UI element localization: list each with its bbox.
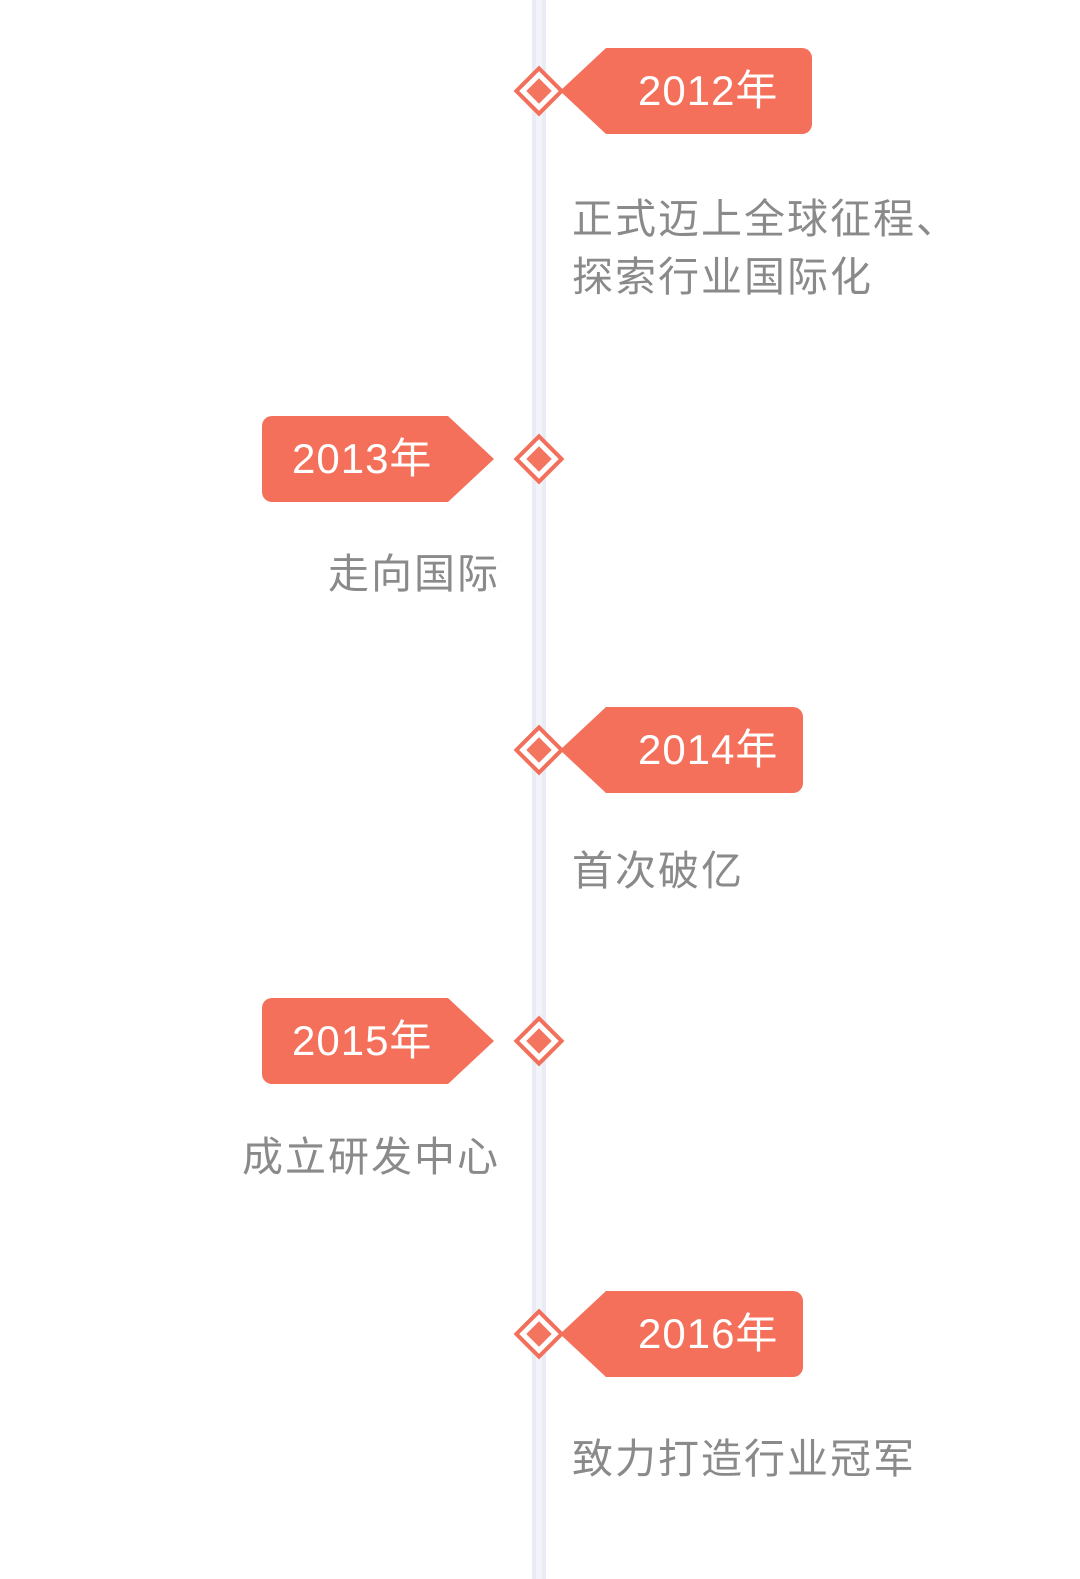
year-label: 2013年 — [292, 435, 433, 482]
timeline-marker-diamond-icon — [513, 433, 565, 485]
timeline-marker-diamond-icon — [513, 1308, 565, 1360]
timeline-marker-diamond-icon — [513, 724, 565, 776]
timeline-marker-diamond-icon — [513, 65, 565, 117]
event-description-2014: 首次破亿 — [572, 848, 744, 894]
timeline-spine-core — [536, 0, 542, 1579]
event-description-2012: 正式迈上全球征程、 探索行业国际化 — [572, 196, 959, 301]
year-label: 2016年 — [638, 1310, 779, 1357]
year-tag-2012[interactable]: 2012年 — [560, 48, 812, 134]
event-description-2015: 成立研发中心 — [242, 1134, 500, 1180]
year-label: 2014年 — [638, 726, 779, 773]
year-label: 2012年 — [638, 67, 779, 114]
year-label: 2015年 — [292, 1017, 433, 1064]
year-tag-2013[interactable]: 2013年 — [262, 416, 494, 502]
year-tag-2015[interactable]: 2015年 — [262, 998, 494, 1084]
year-tag-2014[interactable]: 2014年 — [560, 707, 803, 793]
event-description-2013: 走向国际 — [328, 551, 500, 597]
year-tag-2016[interactable]: 2016年 — [560, 1291, 803, 1377]
event-description-2016: 致力打造行业冠军 — [572, 1436, 916, 1482]
timeline-marker-diamond-icon — [513, 1015, 565, 1067]
